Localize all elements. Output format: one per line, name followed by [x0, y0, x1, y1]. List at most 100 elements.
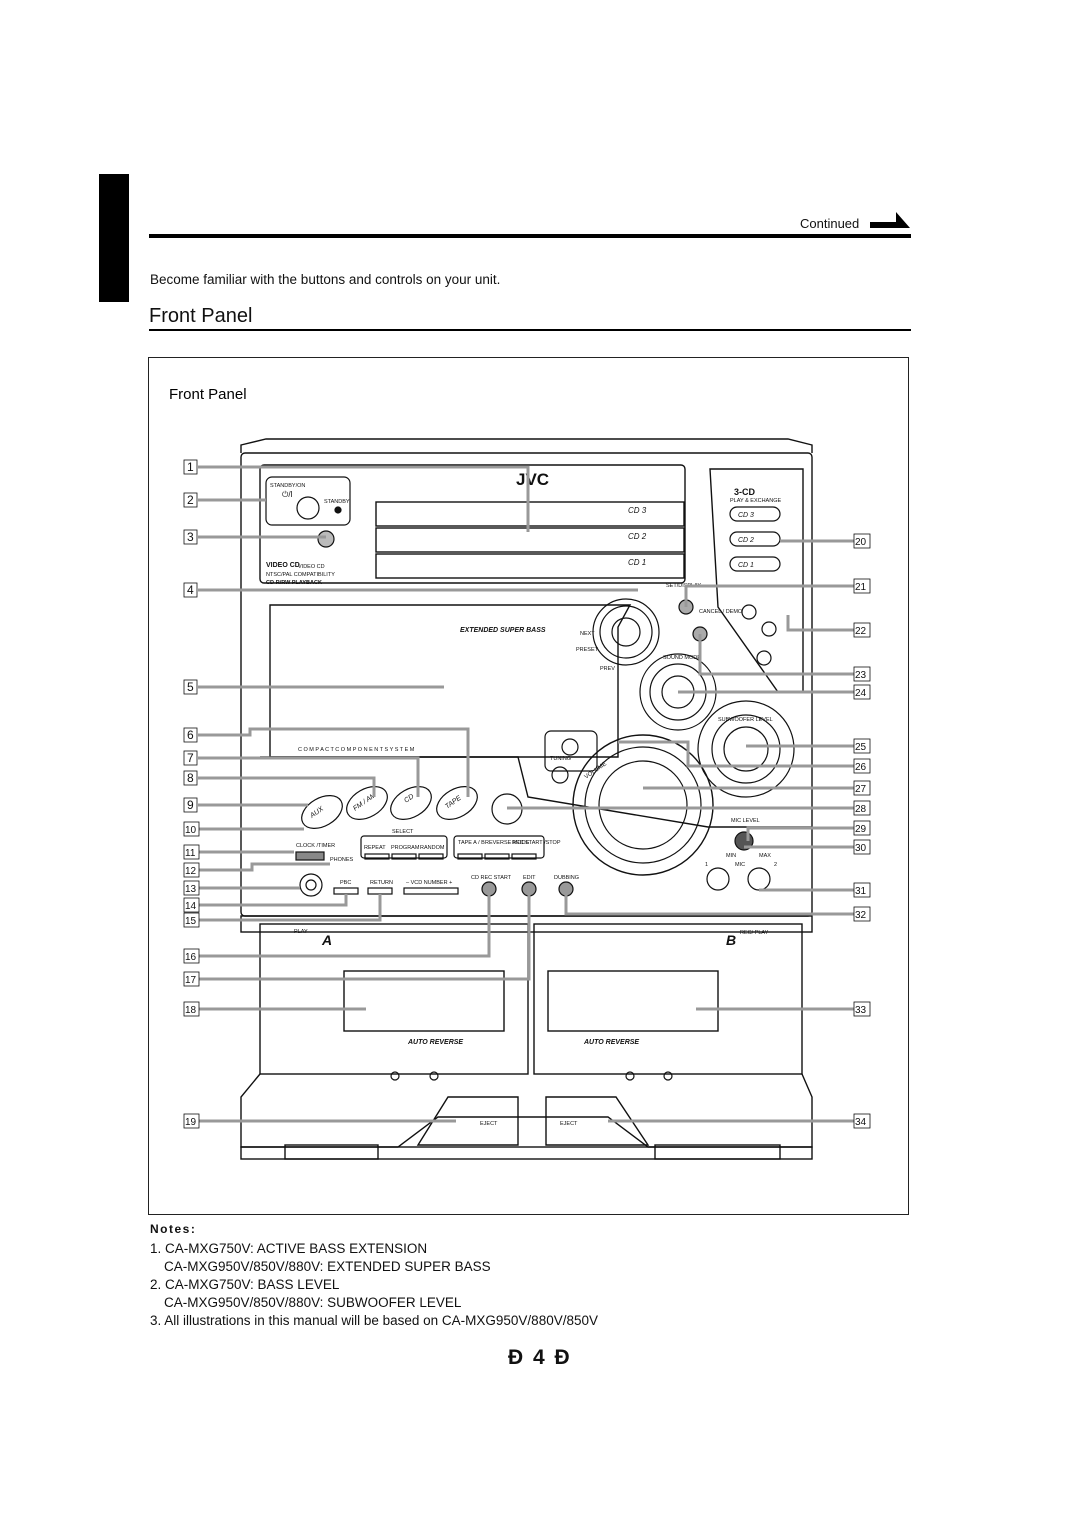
volume-dial[interactable] [598, 760, 688, 850]
callout-31: 31 [853, 882, 871, 898]
callout-12: 12 [183, 862, 200, 878]
subwoofer-level-dial[interactable] [711, 714, 781, 784]
cd-rec-start-label: CD REC START [471, 875, 512, 881]
disc-tray-3 [375, 501, 685, 527]
callout-3: 3 [183, 529, 198, 545]
rec-start-stop-button[interactable] [511, 853, 537, 860]
cd2-button[interactable] [729, 531, 781, 547]
svg-text:4: 4 [187, 583, 194, 597]
cassette-deck-a [259, 923, 529, 1075]
mic-level-label: MIC LEVEL [731, 818, 760, 824]
repeat-label: REPEAT [364, 845, 386, 851]
multi-control-dial[interactable] [592, 598, 660, 666]
play-exchange-label: PLAY & EXCHANGE [730, 498, 781, 504]
callout-26: 26 [853, 758, 871, 774]
callout-8: 8 [183, 770, 198, 786]
svg-text:34: 34 [855, 1117, 867, 1128]
vcd-number-button[interactable] [403, 887, 459, 895]
preset-label: PRESET [576, 647, 599, 653]
svg-text:7: 7 [187, 751, 194, 765]
extended-super-bass-label: EXTENDED SUPER BASS [460, 627, 546, 634]
callout-4: 4 [183, 582, 198, 598]
svg-text:15: 15 [185, 916, 197, 927]
callout-20: 20 [853, 533, 871, 549]
video-cd-small-label: VIDEO CD [298, 564, 325, 570]
svg-text:1: 1 [187, 460, 194, 474]
standby-indicator [334, 506, 342, 514]
continued-label: Continued [800, 216, 860, 231]
callout-32: 32 [853, 906, 871, 922]
callout-7: 7 [183, 750, 198, 766]
next-label: NEXT [580, 631, 595, 637]
mic-label: MIC [735, 862, 745, 868]
standby-on-button[interactable] [296, 496, 320, 520]
mic2-jack[interactable] [747, 867, 771, 891]
phones-jack[interactable] [299, 873, 323, 897]
svg-text:28: 28 [855, 804, 867, 815]
callout-27: 27 [853, 780, 871, 796]
callout-29: 29 [853, 820, 871, 836]
tuning-label: TUNING [550, 756, 571, 762]
tuning-down-button[interactable] [551, 766, 569, 784]
cd3-button[interactable] [729, 506, 781, 522]
unit-top [240, 438, 813, 453]
repeat-button[interactable] [364, 853, 390, 860]
edit-label: EDIT [523, 875, 536, 881]
svg-text:25: 25 [855, 742, 867, 753]
callout-23: 23 [853, 666, 871, 682]
random-label: RANDOM [420, 845, 445, 851]
svg-text:23: 23 [855, 670, 867, 681]
svg-text:2: 2 [187, 493, 194, 507]
svg-text:10: 10 [185, 825, 197, 836]
callout-18: 18 [183, 1001, 200, 1017]
cd-button-label: CD [403, 793, 415, 805]
auto-reverse-a-label: AUTO REVERSE [407, 1039, 463, 1046]
callout-11: 11 [183, 844, 200, 860]
eject-tab-a [416, 1096, 519, 1146]
header-rule [149, 234, 911, 238]
cd3-eject-button[interactable] [741, 604, 757, 620]
note-line: 1. CA-MXG750V: ACTIVE BASS EXTENSION [150, 1241, 428, 1256]
rec-start-stop-label: REC START /STOP [512, 840, 561, 846]
note-line: 2. CA-MXG750V: BASS LEVEL [150, 1277, 340, 1292]
callout-15: 15 [183, 912, 200, 928]
tape-ab-button[interactable] [457, 853, 483, 860]
front-panel-diagram: Front Panel [169, 386, 871, 1160]
svg-text:21: 21 [855, 582, 867, 593]
mic1-jack[interactable] [706, 867, 730, 891]
tuning-up-button[interactable] [561, 738, 579, 756]
set-display-label: SET/DISPLAY [666, 583, 701, 589]
tray-cd1-label: CD 1 [628, 558, 646, 567]
svg-text:13: 13 [185, 884, 197, 895]
cdrw-playback-label: CD-R/RW PLAYBACK [266, 580, 322, 586]
standby-label: STANDBY [324, 499, 350, 505]
disc-tray-1 [375, 553, 685, 579]
random-button[interactable] [418, 853, 444, 860]
pbc-button[interactable] [333, 887, 359, 895]
cd1-eject-button[interactable] [756, 650, 772, 666]
reverse-mode-button[interactable] [484, 853, 510, 860]
brand-logo: JVC [516, 470, 549, 489]
remote-sensor [317, 530, 335, 548]
fm-am-button[interactable] [341, 780, 393, 826]
clock-timer-label: CLOCK /TIMER [296, 843, 335, 849]
callout-5: 5 [183, 679, 198, 695]
cd1-button[interactable] [729, 556, 781, 572]
return-label: RETURN [370, 880, 393, 886]
tape-button-label: TAPE [444, 795, 463, 811]
aux-button[interactable] [296, 789, 348, 835]
svg-text:16: 16 [185, 952, 197, 963]
tape-play-button[interactable] [431, 780, 483, 826]
program-button[interactable] [391, 853, 417, 860]
svg-text:18: 18 [185, 1005, 197, 1016]
return-button[interactable] [367, 887, 393, 895]
svg-text:31: 31 [855, 886, 867, 897]
program-label: PROGRAM [391, 845, 420, 851]
btn-cd3-label: CD 3 [738, 512, 754, 519]
clock-timer-button[interactable] [295, 851, 325, 861]
cd2-eject-button[interactable] [761, 621, 777, 637]
svg-text:9: 9 [187, 798, 194, 812]
callout-leaders [198, 465, 856, 1123]
callout-9: 9 [183, 797, 198, 813]
cd-play-button[interactable] [385, 780, 437, 826]
